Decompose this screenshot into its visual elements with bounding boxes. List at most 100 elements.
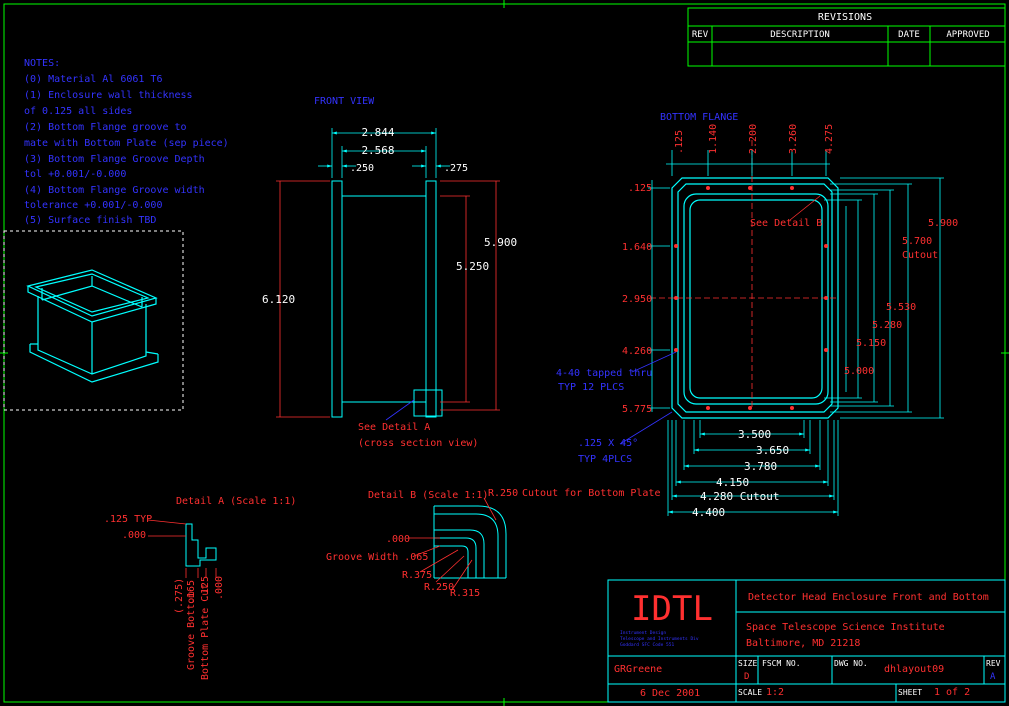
sheet-label: SHEET xyxy=(898,688,922,697)
flange-top-dim: 3.260 xyxy=(788,124,799,154)
size-label: SIZE xyxy=(738,659,757,668)
notes-title: NOTES: xyxy=(24,58,60,69)
flange-top-dim: 2.200 xyxy=(748,124,759,154)
dim-left-small: .250 xyxy=(350,163,374,174)
rev-value: A xyxy=(990,672,996,682)
detail-a-label: .000 xyxy=(122,530,146,541)
note-line: tol +0.001/-0.000 xyxy=(24,169,126,180)
flange-left-dim: 4.260 xyxy=(622,346,652,357)
note-line: tolerance +0.001/-0.000 xyxy=(24,200,162,211)
note-line: (0) Material Al 6061 T6 xyxy=(24,74,162,85)
detail-a-vlabel: .125 xyxy=(200,576,211,600)
detail-a-vlabel: .165 xyxy=(186,580,197,604)
flange-bottom-dim: 3.650 xyxy=(756,444,789,457)
drawing-title: Detector Head Enclosure Front and Bottom xyxy=(748,592,989,603)
detail-a-vlabel: .000 xyxy=(214,576,225,600)
flange-bottom-dim: 4.400 xyxy=(692,506,725,519)
detail-b-cutout-note: Cutout for Bottom Plate xyxy=(522,488,660,499)
note-line: of 0.125 all sides xyxy=(24,106,132,117)
flange-right-dim: 5.530 xyxy=(886,302,916,313)
flange-left-dim: 2.950 xyxy=(622,294,652,305)
logo-sub-line: Instrument Design xyxy=(620,630,666,636)
org-line1: Space Telescope Science Institute xyxy=(746,622,945,633)
note-line: (5) Surface finish TBD xyxy=(24,215,156,226)
tap-note: 4-40 tapped thru xyxy=(556,368,652,379)
dwg-value: dhlayout09 xyxy=(884,664,944,675)
dim-height-mid: 5.250 xyxy=(456,260,489,273)
tap-note-sub: TYP 12 PLCS xyxy=(558,382,624,393)
flange-right-dim: Cutout xyxy=(902,250,938,261)
flange-right-dim: 5.000 xyxy=(844,366,874,377)
flange-bottom-dim: 3.500 xyxy=(738,428,771,441)
bottom-flange-view: BOTTOM FLANGE .125 1.140 xyxy=(556,112,958,519)
idtl-logo: IDTL xyxy=(631,589,713,629)
rev-col-header: REV xyxy=(692,30,709,40)
detail-b-label: .000 xyxy=(386,534,410,545)
front-view-label: FRONT VIEW xyxy=(314,96,375,107)
note-line: mate with Bottom Plate (sep piece) xyxy=(24,138,229,149)
flange-top-dim: 4.275 xyxy=(824,124,835,154)
size-value: D xyxy=(744,672,749,682)
front-view: FRONT VIEW 2.844 2.568 .250 .275 xyxy=(262,96,517,449)
flange-left-dim: 5.775 xyxy=(622,404,652,415)
org-line2: Baltimore, MD 21218 xyxy=(746,638,860,649)
dim-height-right: 5.900 xyxy=(484,236,517,249)
flange-right-dim: 5.280 xyxy=(872,320,902,331)
flange-right-dim: 5.150 xyxy=(856,338,886,349)
description-col-header: DESCRIPTION xyxy=(770,30,830,40)
title-block: IDTL Instrument Design Telescope and Ins… xyxy=(607,579,1006,703)
detail-b-label: R.375 xyxy=(402,570,432,581)
rev-label: REV xyxy=(986,659,1001,668)
detail-b-callout: See Detail B xyxy=(750,218,822,229)
detail-a-vcaption: Groove Bottom xyxy=(186,592,197,670)
approved-col-header: APPROVED xyxy=(946,30,989,40)
revisions-block: REVISIONS REV DESCRIPTION DATE APPROVED xyxy=(687,7,1006,67)
chamfer-note-sub: TYP 4PLCS xyxy=(578,454,632,465)
note-line: (1) Enclosure wall thickness xyxy=(24,90,193,101)
scale-value: 1:2 xyxy=(766,687,784,698)
dim-height-outer: 6.120 xyxy=(262,293,295,306)
flange-left-dim: .125 xyxy=(628,183,652,194)
scale-label: SCALE xyxy=(738,688,762,697)
dwg-label: DWG NO. xyxy=(834,659,868,668)
author-name: GRGreene xyxy=(614,664,662,675)
dim-top-inner: 2.568 xyxy=(361,144,394,157)
detail-a: Detail A (Scale 1:1) .125 TYP .000 (.275… xyxy=(104,496,296,680)
detail-b-title: Detail B (Scale 1:1) xyxy=(368,490,488,501)
fscm-label: FSCM NO. xyxy=(762,659,801,668)
revisions-title: REVISIONS xyxy=(818,12,872,23)
dim-top-outer: 2.844 xyxy=(361,126,394,139)
detail-a-vlabel: (.275) xyxy=(174,578,185,614)
logo-sub-line: Telescope and Instruments Div xyxy=(620,636,699,642)
detail-a-title: Detail A (Scale 1:1) xyxy=(176,496,296,507)
detail-a-callout: See Detail A xyxy=(358,422,430,433)
flange-bottom-dim: 4.280 Cutout xyxy=(700,490,779,503)
flange-top-dim: 1.140 xyxy=(708,124,719,154)
detail-a-callout-sub: (cross section view) xyxy=(358,438,478,449)
detail-b-label: R.315 xyxy=(450,588,480,599)
flange-top-dim: .125 xyxy=(674,130,685,154)
detail-a-vcaption: Bottom Plate Cut xyxy=(200,584,211,680)
logo-sub-line: Goddard SFC Code 551 xyxy=(620,642,674,648)
flange-bottom-dim: 3.780 xyxy=(744,460,777,473)
note-line: (3) Bottom Flange Groove Depth xyxy=(24,154,205,165)
note-line: (4) Bottom Flange Groove width xyxy=(24,185,205,196)
bottom-flange-label: BOTTOM FLANGE xyxy=(660,112,738,123)
detail-a-label: .125 TYP xyxy=(104,514,152,525)
flange-right-dim: 5.700 xyxy=(902,236,932,247)
dim-right-small: .275 xyxy=(444,163,468,174)
detail-b: Detail B (Scale 1:1) R.250 Cutout for Bo… xyxy=(326,488,660,599)
flange-left-dim: 1.640 xyxy=(622,242,652,253)
flange-right-dim: 5.900 xyxy=(928,218,958,229)
sheet-value: 1 of 2 xyxy=(934,687,970,698)
notes-block: NOTES: (0) Material Al 6061 T6 (1) Enclo… xyxy=(24,58,229,226)
isometric-view xyxy=(3,230,184,411)
detail-b-label: R.250 xyxy=(424,582,454,593)
note-line: (2) Bottom Flange groove to xyxy=(24,122,187,133)
date-col-header: DATE xyxy=(898,30,920,40)
drawing-date: 6 Dec 2001 xyxy=(640,688,700,699)
flange-bottom-dim: 4.150 xyxy=(716,476,749,489)
detail-b-label: Groove Width .065 xyxy=(326,552,428,563)
tapped-holes xyxy=(674,186,828,410)
